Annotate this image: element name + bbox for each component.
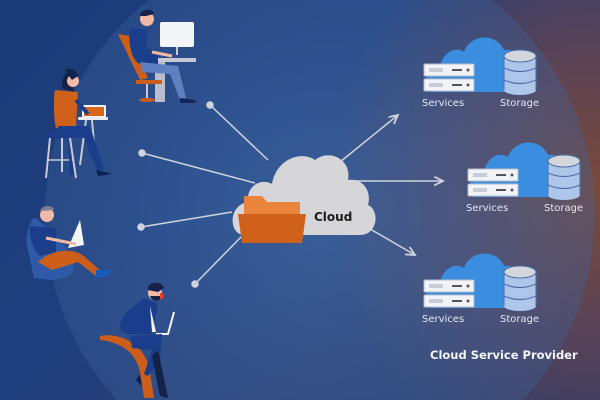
provider-node (467, 142, 581, 200)
user-phone-illustration (100, 282, 175, 398)
cloud-service-provider-title: Cloud Service Provider (430, 348, 578, 362)
arrow-provider-1 (339, 115, 398, 163)
services-label: Services (422, 314, 465, 325)
storage-label: Storage (544, 203, 584, 214)
server-icon (467, 168, 519, 197)
provider-node (423, 253, 537, 311)
user-stool-illustration (45, 68, 112, 179)
arrow-provider-3 (364, 225, 415, 255)
user-beanbag-illustration (26, 206, 112, 280)
provider-node (423, 37, 537, 95)
connector-user-2 (138, 149, 256, 184)
user-desktop-illustration (118, 9, 196, 103)
central-cloud-label: Cloud (314, 210, 353, 224)
database-icon (503, 265, 537, 311)
connector-user-1 (206, 101, 269, 161)
connector-user-3 (137, 211, 233, 231)
services-label: Services (466, 203, 509, 214)
server-icon (423, 63, 475, 92)
database-icon (503, 49, 537, 95)
storage-label: Storage (500, 98, 540, 109)
server-icon (423, 279, 475, 308)
folder-icon (238, 196, 306, 243)
connector-user-4 (191, 235, 243, 288)
database-icon (547, 154, 581, 200)
storage-label: Storage (500, 314, 540, 325)
services-label: Services (422, 98, 465, 109)
